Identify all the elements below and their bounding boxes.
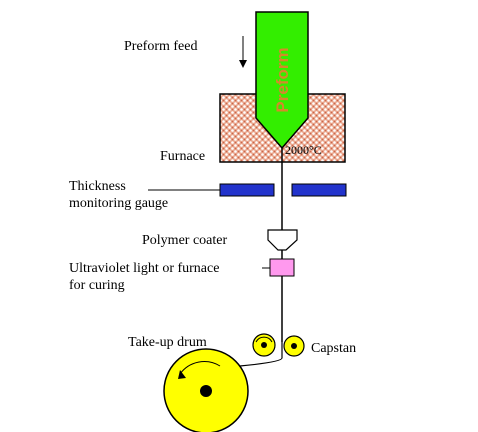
- feed-arrow-icon: [239, 36, 247, 68]
- gauge-right: [291, 183, 347, 197]
- uv-curing-unit: [269, 258, 295, 277]
- uv-label-line1: Ultraviolet light or furnace: [69, 261, 219, 276]
- polymer-coater: [267, 229, 298, 251]
- take-up-drum-label: Take-up drum: [128, 335, 207, 350]
- polymer-coater-label: Polymer coater: [142, 233, 227, 248]
- capstan-wheel-left: [252, 333, 276, 357]
- preform-label: Preform: [273, 47, 292, 112]
- thickness-label-line2: monitoring gauge: [69, 196, 168, 211]
- uv-label-line2: for curing: [69, 278, 125, 293]
- preform: [255, 11, 309, 150]
- take-up-drum: [163, 348, 249, 432]
- thickness-label-line1: Thickness: [69, 179, 126, 194]
- capstan-label: Capstan: [311, 341, 356, 356]
- capstan-wheel-right: [283, 335, 305, 357]
- temperature-label: 2000°C: [285, 143, 322, 157]
- gauge-left: [219, 183, 275, 197]
- preform-feed-label: Preform feed: [124, 39, 197, 54]
- furnace-label: Furnace: [160, 149, 205, 164]
